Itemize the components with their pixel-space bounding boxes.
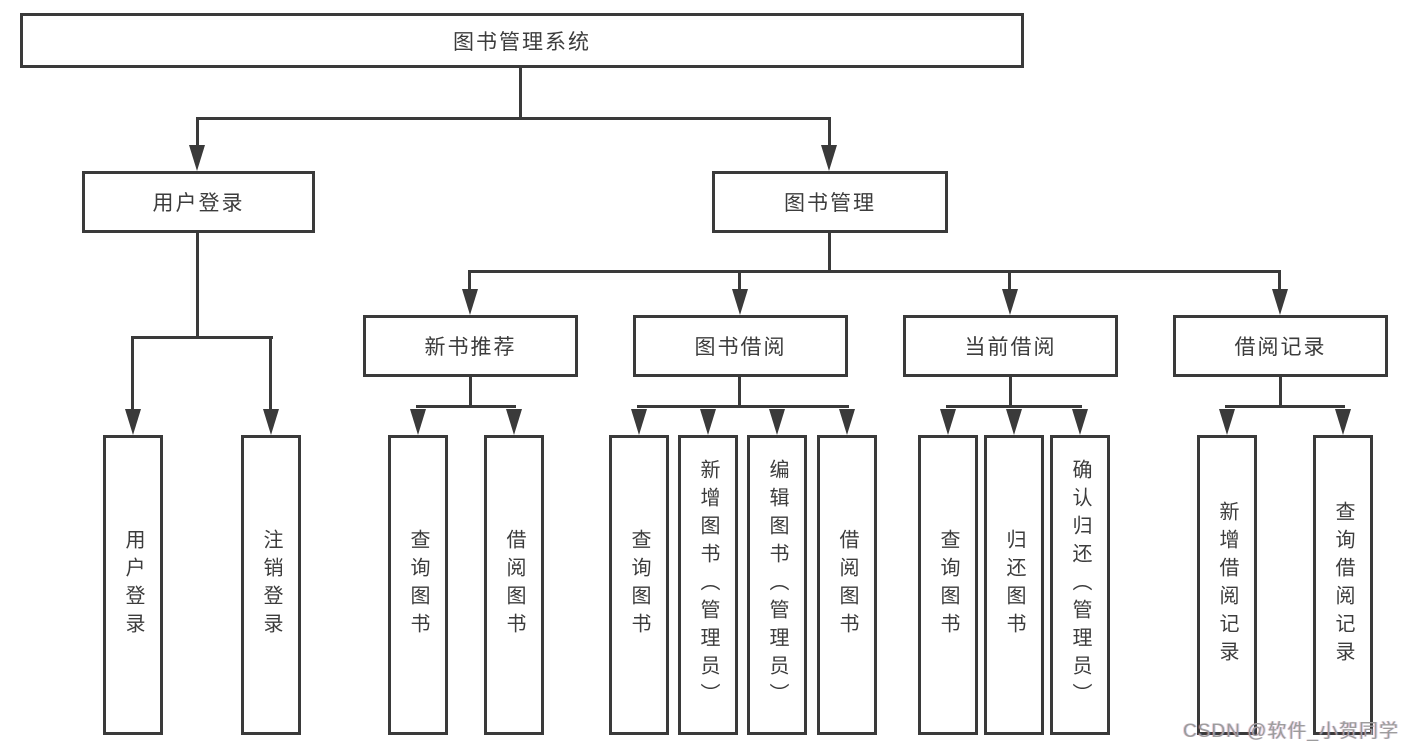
node-book-management: 图书管理	[712, 171, 948, 233]
arrowhead-icon	[1219, 409, 1235, 435]
connector-line	[1008, 273, 1011, 291]
arrowhead-icon	[1002, 289, 1018, 315]
node-return-books: 归还图书	[984, 435, 1044, 735]
arrowhead-icon	[125, 409, 141, 435]
node-library-management-system: 图书管理系统	[20, 13, 1024, 68]
connector-line	[416, 405, 516, 408]
node-add-borrow-record: 新增借阅记录	[1197, 435, 1257, 735]
connector-line	[196, 233, 199, 336]
node-query-books-recommend: 查询图书	[388, 435, 448, 735]
connector-line	[131, 336, 273, 339]
arrowhead-icon	[189, 145, 205, 171]
connector-line	[519, 68, 522, 117]
connector-line	[196, 120, 199, 148]
arrowhead-icon	[631, 409, 647, 435]
arrowhead-icon	[462, 289, 478, 315]
connector-line	[738, 377, 741, 405]
node-user-login-leaf: 用户登录	[103, 435, 163, 735]
node-confirm-return-admin: 确认归还（管理员）	[1050, 435, 1110, 735]
connector-line	[828, 120, 831, 148]
connector-line	[637, 405, 849, 408]
connector-line	[1009, 377, 1012, 405]
node-borrowing-records: 借阅记录	[1173, 315, 1388, 377]
node-query-borrow-record: 查询借阅记录	[1313, 435, 1373, 735]
node-query-books-borrowing: 查询图书	[609, 435, 669, 735]
arrowhead-icon	[1006, 409, 1022, 435]
arrowhead-icon	[263, 409, 279, 435]
arrowhead-icon	[700, 409, 716, 435]
arrowhead-icon	[839, 409, 855, 435]
connector-line	[828, 233, 831, 270]
node-user-login: 用户登录	[82, 171, 315, 233]
arrowhead-icon	[1072, 409, 1088, 435]
connector-line	[468, 273, 471, 291]
node-logout: 注销登录	[241, 435, 301, 735]
arrowhead-icon	[1272, 289, 1288, 315]
node-edit-book-admin: 编辑图书（管理员）	[747, 435, 807, 735]
node-current-borrowing: 当前借阅	[903, 315, 1118, 377]
connector-line	[1225, 405, 1345, 408]
connector-line	[269, 339, 272, 410]
connector-line	[1279, 377, 1282, 405]
arrowhead-icon	[769, 409, 785, 435]
node-add-book-admin: 新增图书（管理员）	[678, 435, 738, 735]
connector-line	[738, 273, 741, 291]
arrowhead-icon	[732, 289, 748, 315]
arrowhead-icon	[821, 145, 837, 171]
watermark: CSDN @软件_小贺同学	[1183, 721, 1399, 742]
connector-line	[196, 117, 831, 120]
arrowhead-icon	[506, 409, 522, 435]
connector-line	[469, 377, 472, 405]
connector-line	[1278, 273, 1281, 291]
connector-line	[131, 339, 134, 410]
connector-line	[946, 405, 1082, 408]
node-new-book-recommendation: 新书推荐	[363, 315, 578, 377]
node-book-borrowing: 图书借阅	[633, 315, 848, 377]
node-query-books-current: 查询图书	[918, 435, 978, 735]
arrowhead-icon	[410, 409, 426, 435]
arrowhead-icon	[1335, 409, 1351, 435]
node-borrow-books: 借阅图书	[817, 435, 877, 735]
connector-line	[468, 270, 1281, 273]
node-borrow-books-recommend: 借阅图书	[484, 435, 544, 735]
arrowhead-icon	[940, 409, 956, 435]
